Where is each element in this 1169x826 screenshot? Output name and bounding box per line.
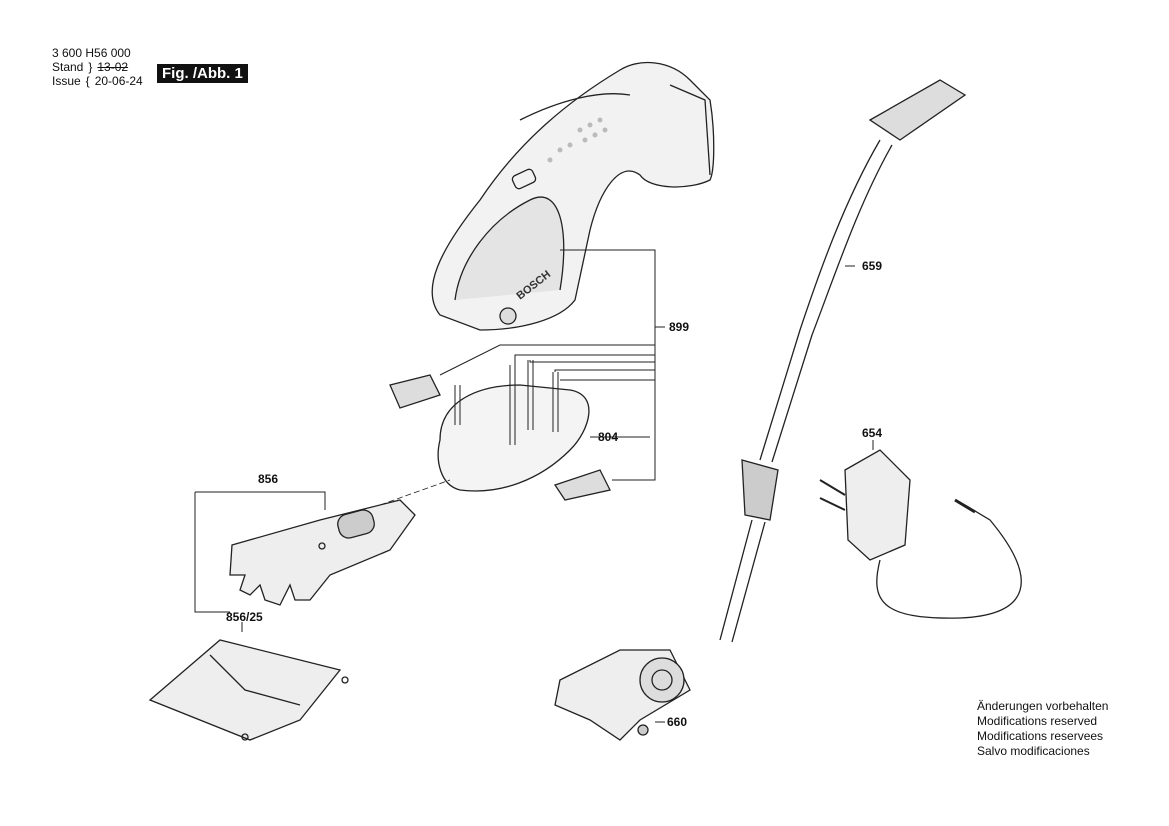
drawing-header: 3 600 H56 000 Stand}13-02 Issue{20-06-24 [52,46,143,88]
shear-body-illustration: BOSCH [431,61,715,331]
callout-659: 659 [862,259,882,273]
callout-856: 856 [258,472,278,486]
footer-line-es: Salvo modificaciones [977,744,1090,758]
blade-illustration [229,499,416,606]
callout-899: 899 [669,320,689,334]
screw-icon [637,724,649,736]
part-number: 3 600 H56 000 [52,46,131,60]
footer-line-en: Modifications reserved [977,714,1098,728]
charger-illustration [819,449,1022,619]
blade-guard-illustration [148,639,349,741]
footer-notice: Änderungen vorbehalten Modifications res… [977,699,1108,759]
figure-label: Fig. /Abb. 1 [157,64,248,83]
callout-804: 804 [598,430,618,444]
old-date: 13-02 [97,60,129,74]
callout-856-25: 856/25 [226,610,263,624]
footer-line-fr: Modifications reservees [977,729,1104,743]
issue-date: 20-06-24 [94,74,143,88]
callout-654: 654 [862,426,882,440]
issue-row: Issue{20-06-24 [52,74,143,88]
callout-660: 660 [667,715,687,729]
telescopic-handle-illustration [554,79,967,741]
leader-lines [194,249,874,723]
stand-row: Stand}13-02 [52,60,129,74]
footer-line-de: Änderungen vorbehalten [977,699,1109,713]
base-plate-illustration [379,360,611,506]
switch-icon [511,168,537,190]
